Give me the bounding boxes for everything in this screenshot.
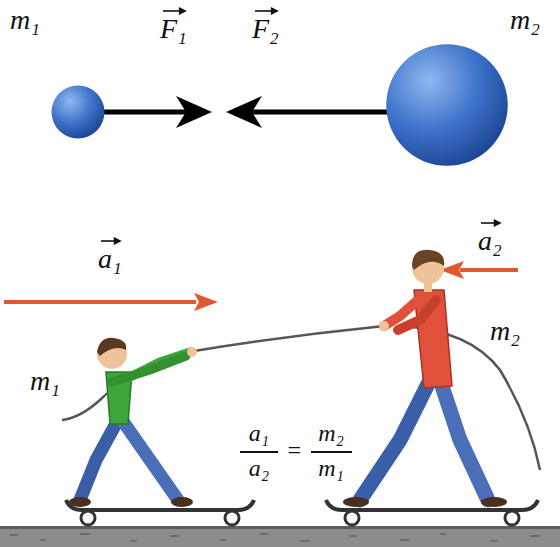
child-figure (343, 250, 507, 507)
ball-shape (51, 85, 105, 139)
force-arrow (226, 96, 388, 128)
mass-label: m₂ (510, 5, 540, 36)
ground (0, 526, 560, 547)
acceleration-label: a₂ (478, 226, 502, 257)
force-label: F₁ (160, 14, 187, 45)
mass-label: m₁ (10, 5, 40, 36)
formula-term: a₂ (249, 455, 269, 481)
acceleration-arrow (440, 261, 518, 279)
vector-arrow (478, 218, 502, 228)
vector-arrow (98, 236, 122, 246)
force-arrow (104, 96, 212, 128)
formula-sign: = (286, 437, 302, 463)
ball-shape (385, 43, 509, 167)
formula-term: m₁ (318, 455, 344, 481)
acceleration-arrow (4, 293, 218, 311)
formula-term: m₂ (318, 420, 344, 446)
child-figure (69, 338, 197, 507)
fraction-bar (311, 451, 352, 453)
formula-term: a₁ (249, 420, 269, 446)
force-label: F₂ (252, 14, 279, 45)
vector-arrow (160, 6, 187, 16)
vector-arrow (252, 6, 279, 16)
acceleration-label: a₁ (98, 244, 122, 275)
large-mass-ball: m₂ (385, 43, 509, 167)
mass-label: m₂ (490, 316, 520, 347)
mass-label: m₁ (30, 366, 60, 397)
small-mass-ball: m₁ (51, 85, 105, 139)
skateboard (66, 500, 254, 525)
fraction-bar (240, 451, 278, 453)
